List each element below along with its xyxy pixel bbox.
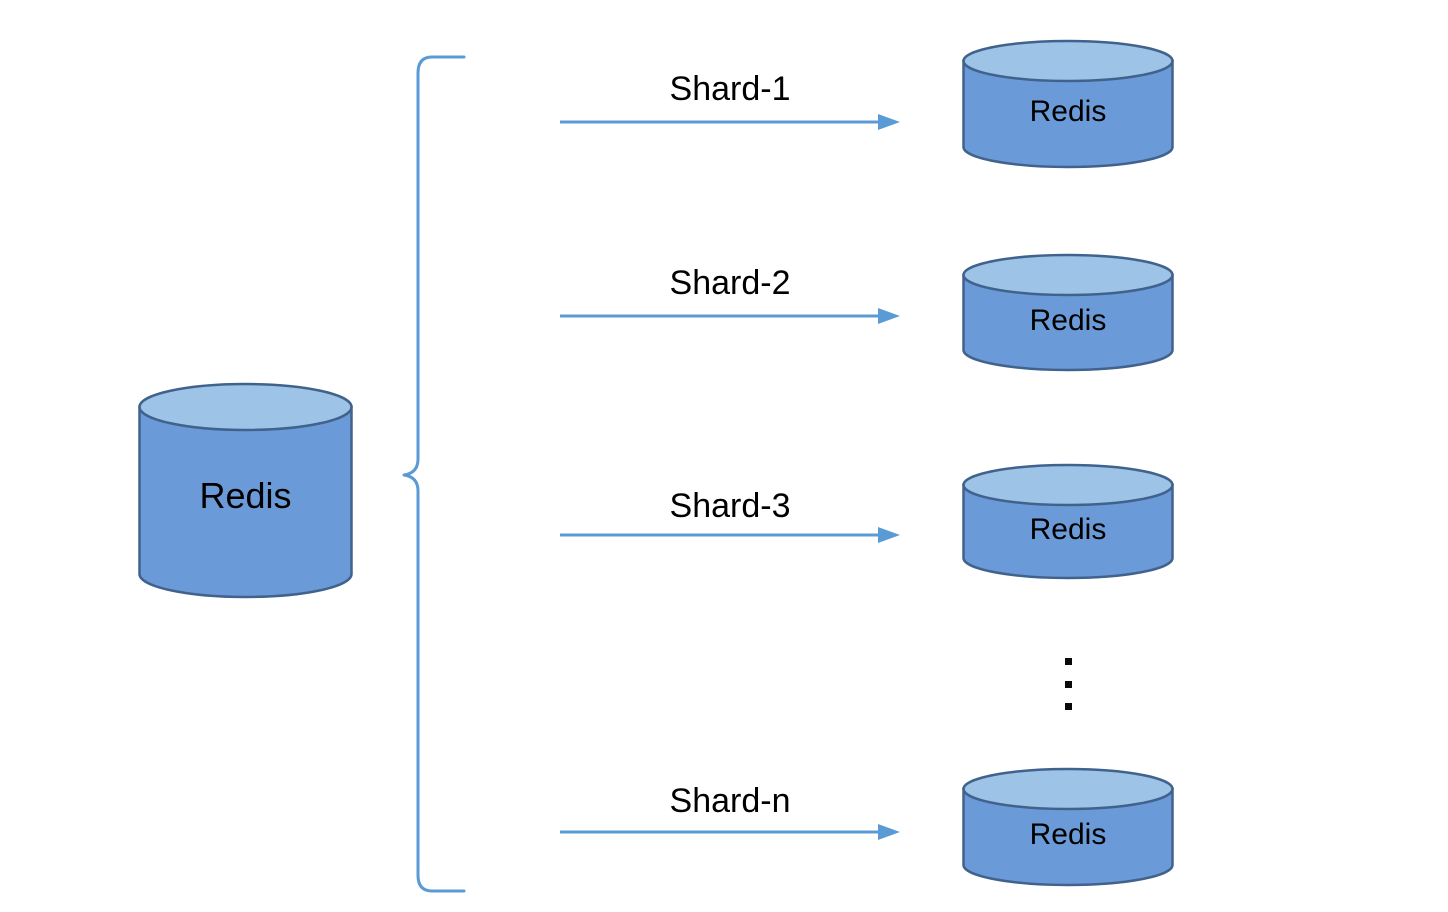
cylinder-shape-icon (962, 39, 1174, 169)
shard-label-1: Shard-1 (669, 70, 791, 108)
cylinder-shape-icon (962, 463, 1174, 580)
shard-redis-label-3: Redis (1029, 512, 1107, 546)
shard-label-n: Shard-n (669, 782, 791, 820)
source-redis-cylinder[interactable]: Redis (138, 382, 353, 599)
shard-redis-label-n: Redis (1029, 818, 1107, 851)
source-redis-label: Redis (199, 474, 292, 516)
ellipsis-dot (1064, 680, 1072, 688)
shard-redis-cylinder-3[interactable]: Redis (962, 463, 1174, 580)
shard-redis-cylinder-1[interactable]: Redis (962, 39, 1174, 169)
shard-redis-label-2: Redis (1029, 303, 1107, 337)
shard-label-2: Shard-2 (669, 264, 791, 302)
shard-label-3: Shard-3 (669, 487, 791, 525)
arrow-right-icon (560, 527, 900, 543)
shard-redis-cylinder-n[interactable]: Redis (962, 767, 1174, 887)
left-curly-brace (380, 55, 464, 893)
arrow-right-icon (560, 308, 900, 324)
shard-redis-cylinder-2[interactable]: Redis (962, 253, 1174, 372)
cylinder-shape-icon (138, 382, 353, 599)
arrow-right-icon (560, 114, 900, 130)
ellipsis-dot (1064, 658, 1072, 665)
cylinder-shape-icon (962, 253, 1174, 372)
brace-icon (380, 55, 464, 893)
arrow-right-icon (560, 824, 900, 840)
ellipsis-dot (1064, 703, 1072, 710)
cylinder-shape-icon (962, 767, 1174, 887)
shard-redis-label-1: Redis (1029, 95, 1107, 128)
vertical-ellipsis-icon (1064, 658, 1072, 710)
